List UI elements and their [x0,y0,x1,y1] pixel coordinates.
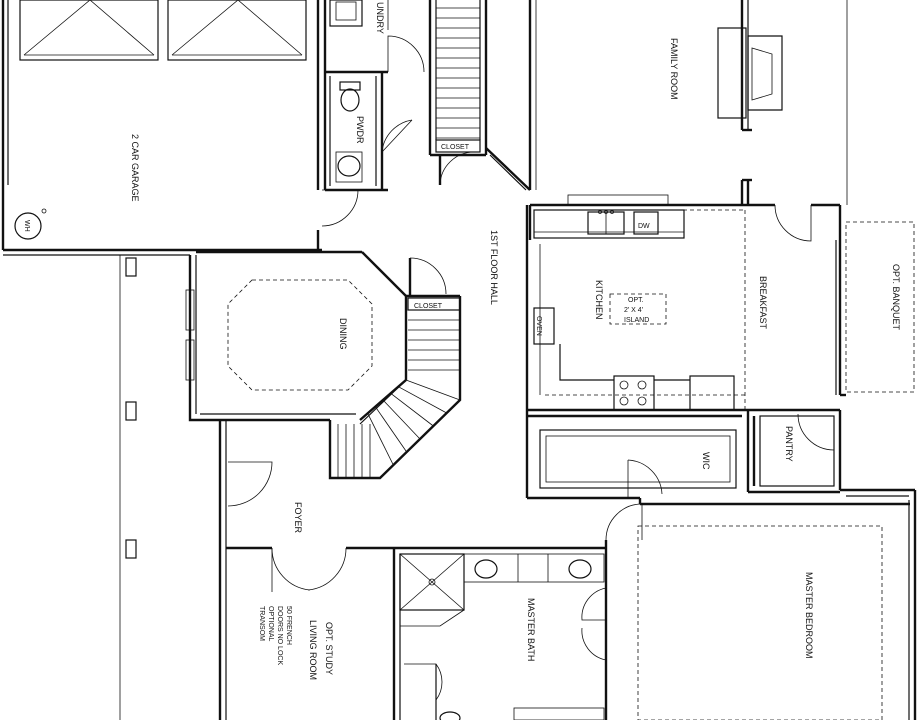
stairs-lower [328,257,462,480]
label-island-2: 2' X 4' [624,307,643,314]
label-oven: OVEN [535,316,542,336]
laundry-powder [323,0,425,192]
label-island-1: OPT. [628,297,644,304]
room-labels: UNDRY FAMILY ROOM PWDR 2 CAR GARAGE WH C… [23,2,901,680]
label-pantry: PANTRY [784,426,794,462]
label-laundry: UNDRY [375,2,385,34]
label-breakfast: BREAKFAST [758,276,768,330]
stairs-upper [428,0,488,186]
water-heater-icon [14,212,42,240]
banquet [835,205,915,490]
label-master-bath: MASTER BATH [526,598,536,661]
garage [1,0,359,256]
label-garage: 2 CAR GARAGE [130,134,140,202]
label-island-3: ISLAND [624,317,649,324]
label-closet-dining: CLOSET [414,303,443,310]
stair-tread [398,386,447,414]
label-pwdr: PWDR [355,116,365,144]
stair-tread [405,379,461,401]
dining [185,250,408,422]
pantry-wic [527,410,840,500]
label-dw: DW [638,223,650,230]
label-closet-stair: CLOSET [441,144,470,151]
label-study-1: OPT. STUDY [324,622,334,675]
stair-tread [390,393,434,427]
label-study-note-2: DOORS NO LOCK [276,606,283,665]
label-wh: WH [23,220,30,232]
master-bath [394,540,608,720]
kitchen [525,194,840,498]
label-family-room: FAMILY ROOM [669,38,679,100]
label-kitchen: KITCHEN [594,280,604,320]
foyer [218,420,401,720]
label-foyer: FOYER [293,502,303,534]
stair-tread [382,399,421,440]
label-master-bedroom: MASTER BEDROOM [804,572,814,659]
family-room [485,0,848,205]
label-study-note-1: 50 FRENCH [285,606,292,645]
label-study-note-3: OPTIONAL [267,606,274,642]
label-hall: 1ST FLOOR HALL [489,230,499,305]
label-wic: WIC [701,452,711,470]
stair-tread [367,413,394,466]
master-bedroom [605,488,917,720]
label-dining: DINING [338,318,348,350]
label-study-note-4: TRANSOM [258,606,265,641]
stair-tread [375,406,407,453]
label-study-2: LIVING ROOM [308,620,318,680]
label-banquet: OPT. BANQUET [891,264,901,331]
porch [119,255,137,720]
